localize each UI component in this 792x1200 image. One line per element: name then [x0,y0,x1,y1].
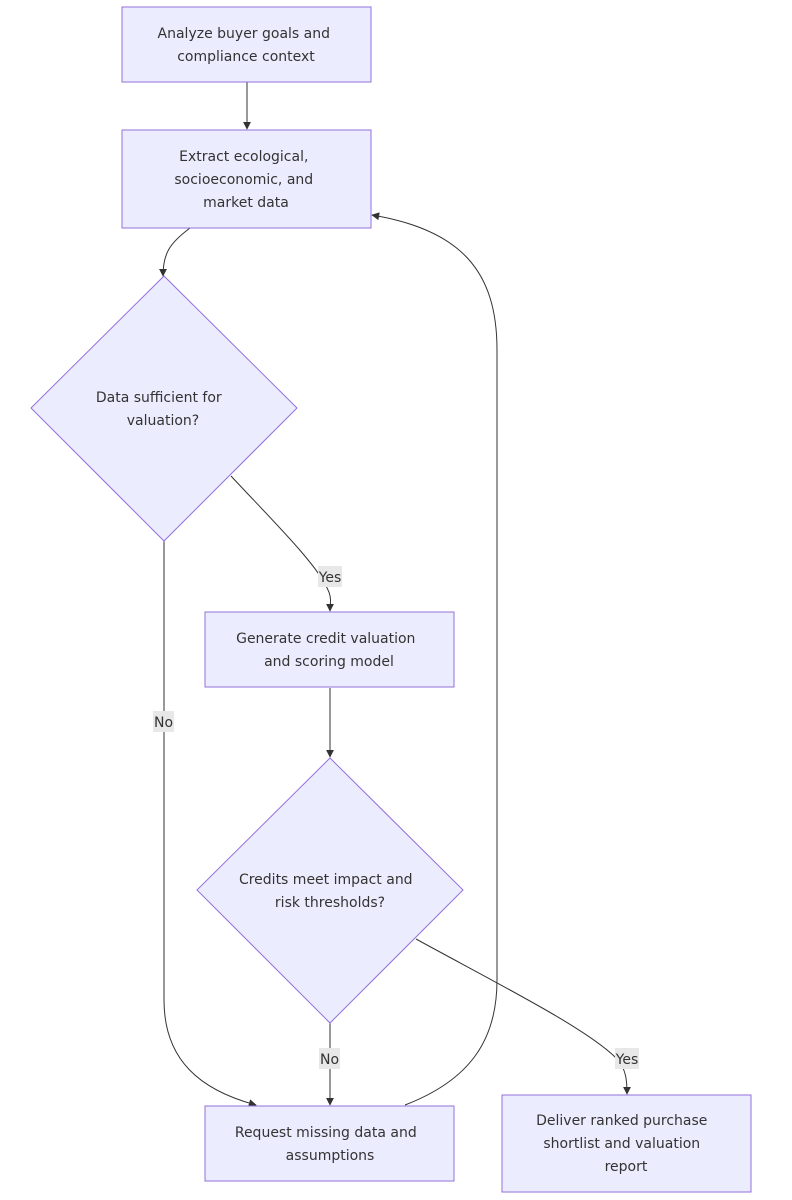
node-request-missing-data: Request missing data and assumptions [204,1105,455,1182]
node-analyze-line-1: Analyze buyer goals and [158,26,330,42]
node-generate-line-2: and scoring model [264,654,394,670]
node-extract-line-2: socioeconomic, and [174,172,313,188]
decision-credits-line-1: Credits meet impact and [239,872,413,888]
node-generate-valuation: Generate credit valuation and scoring mo… [204,611,455,688]
edge-label-credits-yes: Yes [615,1048,639,1069]
edge-label-credits-yes-text: Yes [615,1052,639,1068]
edge-data-sufficient-no [163,541,257,1107]
svg-text:Generate credit valuation: Generate credit valuation and scoring mo… [236,631,420,670]
edge-credits-yes [415,938,631,1095]
node-deliver-line-2: shortlist and valuation [543,1136,700,1152]
node-generate-line-1: Generate credit valuation [236,631,415,647]
node-extract-line-1: Extract ecological, [179,149,308,165]
node-request-line-2: assumptions [286,1148,375,1164]
edge-request-to-extract [371,212,498,1106]
edge-data-sufficient-yes [230,475,335,612]
decision-credits-line-2: risk thresholds? [275,895,385,911]
edge-label-data-yes: Yes [318,566,342,587]
svg-text:Request missing data and: Request missing data and assumptions [235,1125,421,1164]
decision-data-sufficient-line-2: valuation? [127,413,199,429]
edge-label-data-no-text: No [154,715,173,731]
edge-label-data-yes-text: Yes [318,570,342,586]
edge-label-data-no: No [153,711,174,732]
node-analyze-line-2: compliance context [177,49,315,65]
svg-text:Data sufficient for valu: Data sufficient for valuation? [96,390,226,429]
node-deliver-line-1: Deliver ranked purchase [536,1113,707,1129]
node-request-line-1: Request missing data and [235,1125,417,1141]
edge-extract-to-data-sufficient [159,227,191,277]
node-extract-data: Extract ecological, socioeconomic, and m… [121,129,372,229]
svg-text:Analyze buyer goals and: Analyze buyer goals and compliance conte… [158,26,335,65]
decision-data-sufficient-line-1: Data sufficient for [96,390,222,406]
node-extract-line-3: market data [203,195,289,211]
svg-text:Deliver ranked purchase: Deliver ranked purchase shortlist and va… [536,1113,712,1175]
node-analyze-buyer-goals: Analyze buyer goals and compliance conte… [121,6,372,83]
node-deliver-report: Deliver ranked purchase shortlist and va… [501,1094,752,1193]
decision-credits-meet-thresholds: Credits meet impact and risk thresholds? [196,757,464,1024]
svg-text:Credits meet impact and: Credits meet impact and risk thresholds? [239,872,417,911]
svg-text:Extract ecological, soci: Extract ecological, socioeconomic, and m… [174,149,317,211]
decision-data-sufficient: Data sufficient for valuation? [30,275,298,542]
node-deliver-line-3: report [605,1159,648,1175]
edge-label-credits-no: No [319,1048,340,1069]
edge-label-credits-no-text: No [320,1052,339,1068]
